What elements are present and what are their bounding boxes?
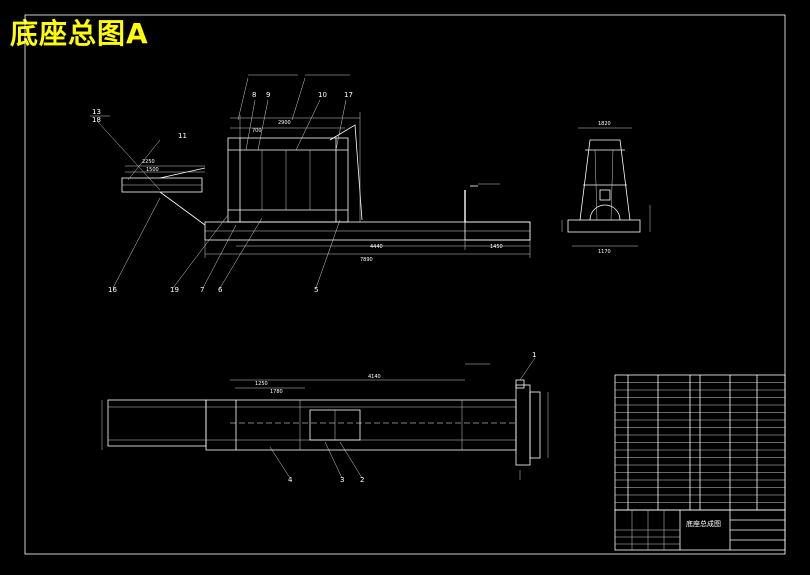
balloon-4: 4: [288, 476, 293, 484]
drawing-name: 底座总成图: [686, 519, 721, 528]
dim-700: 700: [252, 128, 262, 134]
dim-4140: 4140: [368, 374, 381, 380]
balloon-9: 9: [266, 91, 270, 99]
drawing-title: 底座总图A: [10, 17, 149, 50]
upper-frame: [227, 137, 349, 223]
dim-1170: 1170: [598, 249, 611, 255]
balloon-7: 7: [200, 286, 204, 294]
balloon-2: 2: [360, 476, 364, 484]
balloon-18: 18: [92, 116, 101, 124]
dim-7890: 7890: [360, 257, 373, 263]
sheet-border: [24, 14, 786, 555]
dim-1250: 1250: [255, 381, 268, 387]
dim-2900: 2900: [278, 120, 291, 126]
balloon-6: 6: [218, 286, 223, 294]
balloon-13: 13: [92, 108, 101, 116]
balloon-5: 5: [314, 286, 318, 294]
balloon-8: 8: [252, 91, 256, 99]
parts-list-table: [614, 374, 786, 511]
dim-4440: 4440: [370, 244, 383, 250]
balloon-19: 19: [170, 286, 179, 294]
balloon-1: 1: [532, 351, 536, 359]
front-elevation-view: 2250 1500 4440 1450 7890 700 2900 13 18 …: [90, 74, 531, 294]
balloon-10: 10: [318, 91, 327, 99]
dim-1820: 1820: [598, 121, 611, 127]
dim-1450: 1450: [490, 244, 503, 250]
balloon-16: 16: [108, 286, 117, 294]
plan-main-frame: [205, 399, 517, 451]
dim-1780: 1780: [270, 389, 283, 395]
balloon-17: 17: [344, 91, 353, 99]
dim-2250: 2250: [142, 159, 155, 165]
dim-1500: 1500: [146, 167, 159, 173]
side-view: 1820 1170: [561, 121, 651, 255]
balloon-11: 11: [178, 132, 187, 140]
title-block: 底座总成图: [614, 509, 786, 551]
plan-view: 4140 1250 1780 1 4 3 2: [101, 351, 549, 484]
balloon-3: 3: [340, 476, 344, 484]
